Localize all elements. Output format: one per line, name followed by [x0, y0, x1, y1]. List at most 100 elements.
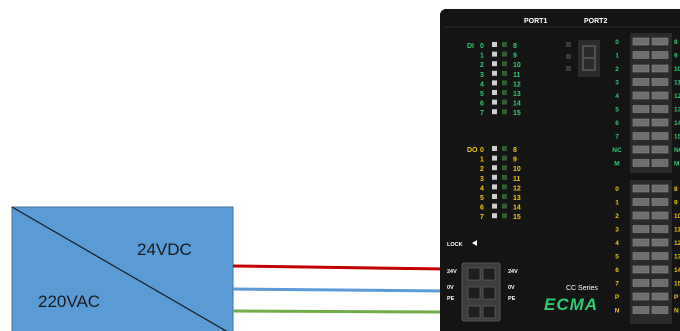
terminal-screw[interactable] [651, 145, 669, 154]
io-led [502, 109, 507, 115]
io-channel-label: 12 [513, 81, 521, 88]
io-channel-label: 10 [513, 62, 521, 69]
terminal-screw[interactable] [632, 64, 650, 73]
lock-label: LOCK [447, 242, 463, 248]
io-channel-label: 9 [513, 157, 517, 164]
terminal-screw[interactable] [651, 306, 669, 314]
terminal-screw[interactable] [651, 211, 669, 220]
io-channel-label: 5 [480, 91, 484, 98]
terminal-screw[interactable] [632, 37, 650, 46]
terminal-screw[interactable] [632, 145, 650, 154]
terminal-screw[interactable] [651, 78, 669, 86]
connector-slot [482, 305, 496, 319]
terminal-screw[interactable] [651, 225, 669, 233]
terminal-screw[interactable] [651, 265, 669, 274]
io-led [502, 146, 507, 151]
terminal-label: P [615, 294, 620, 301]
io-channel-label: 5 [480, 195, 484, 202]
terminal-label: 14 [674, 120, 680, 127]
terminal-screw[interactable] [632, 91, 650, 100]
terminal-screw[interactable] [632, 184, 650, 193]
terminal-label: 5 [615, 254, 619, 261]
io-led [502, 99, 507, 105]
io-led [492, 61, 497, 67]
terminal-screw[interactable] [651, 292, 669, 301]
terminal-screw[interactable] [632, 265, 650, 274]
io-channel-label: 15 [513, 214, 521, 221]
terminal-label: NC [612, 147, 622, 154]
io-channel-label: 7 [480, 110, 484, 117]
terminal-screw[interactable] [632, 118, 650, 127]
wire-0v [232, 287, 447, 293]
io-channel-label: 4 [480, 81, 484, 88]
di-label: DI [467, 43, 474, 50]
io-channel-label: 13 [513, 91, 521, 98]
terminal-screw[interactable] [632, 198, 650, 206]
terminal-screw[interactable] [632, 279, 650, 287]
connector-slot [467, 267, 481, 281]
io-led [502, 194, 507, 199]
terminal-screw[interactable] [651, 51, 669, 59]
connector-slot [467, 305, 481, 319]
terminal-screw[interactable] [651, 132, 669, 140]
terminal-screw[interactable] [651, 64, 669, 73]
terminal-screw[interactable] [651, 198, 669, 206]
io-channel-label: 8 [513, 43, 517, 50]
port2-label: PORT2 [584, 18, 607, 25]
terminal-screw[interactable] [651, 37, 669, 46]
terminal-label: 14 [674, 267, 680, 274]
terminal-screw[interactable] [632, 78, 650, 86]
psu-output-label: 24VDC [137, 240, 192, 259]
io-led [502, 90, 507, 95]
terminal-screw[interactable] [632, 51, 650, 59]
power-terminal-label: 0V [447, 285, 454, 291]
terminal-screw[interactable] [632, 132, 650, 140]
io-led [492, 174, 497, 180]
io-led [492, 184, 497, 190]
status-led [566, 42, 571, 47]
power-terminal-label: 24V [508, 269, 518, 275]
terminal-screw[interactable] [651, 279, 669, 287]
io-channel-label: 7 [480, 214, 484, 221]
terminal-screw[interactable] [632, 306, 650, 314]
terminal-label: 11 [674, 227, 680, 234]
terminal-label: 1 [615, 53, 619, 60]
do-label: DO [467, 147, 478, 154]
terminal-screw[interactable] [632, 105, 650, 113]
terminal-screw[interactable] [632, 225, 650, 233]
terminal-label: 2 [615, 66, 619, 73]
io-led [492, 70, 497, 76]
io-channel-label: 15 [513, 110, 521, 117]
io-channel-label: 10 [513, 166, 521, 173]
power-supply-diagonal [11, 206, 228, 331]
io-channel-label: 2 [480, 62, 484, 69]
terminal-screw[interactable] [651, 105, 669, 113]
terminal-screw[interactable] [632, 238, 650, 247]
terminal-screw[interactable] [651, 118, 669, 127]
terminal-label: 6 [615, 267, 619, 274]
terminal-label: 15 [674, 281, 680, 288]
terminal-screw[interactable] [632, 159, 650, 167]
terminal-label: 11 [674, 80, 680, 87]
io-channel-label: 3 [480, 72, 484, 79]
terminal-label: 4 [615, 240, 619, 247]
terminal-label: P [674, 294, 679, 301]
terminal-screw[interactable] [651, 252, 669, 260]
io-channel-label: 6 [480, 101, 484, 108]
terminal-screw[interactable] [632, 252, 650, 260]
terminal-label: 13 [674, 107, 680, 114]
connector-slot [467, 286, 481, 300]
terminal-screw[interactable] [632, 211, 650, 220]
lock-arrow-icon [472, 240, 477, 246]
brand-logo: ECMA [544, 295, 598, 314]
io-led [502, 155, 507, 161]
io-channel-label: 6 [480, 205, 484, 212]
terminal-screw[interactable] [651, 91, 669, 100]
terminal-screw[interactable] [632, 292, 650, 301]
terminal-screw[interactable] [651, 238, 669, 247]
terminal-screw[interactable] [651, 184, 669, 193]
terminal-screw[interactable] [651, 159, 669, 167]
io-led [492, 146, 497, 151]
